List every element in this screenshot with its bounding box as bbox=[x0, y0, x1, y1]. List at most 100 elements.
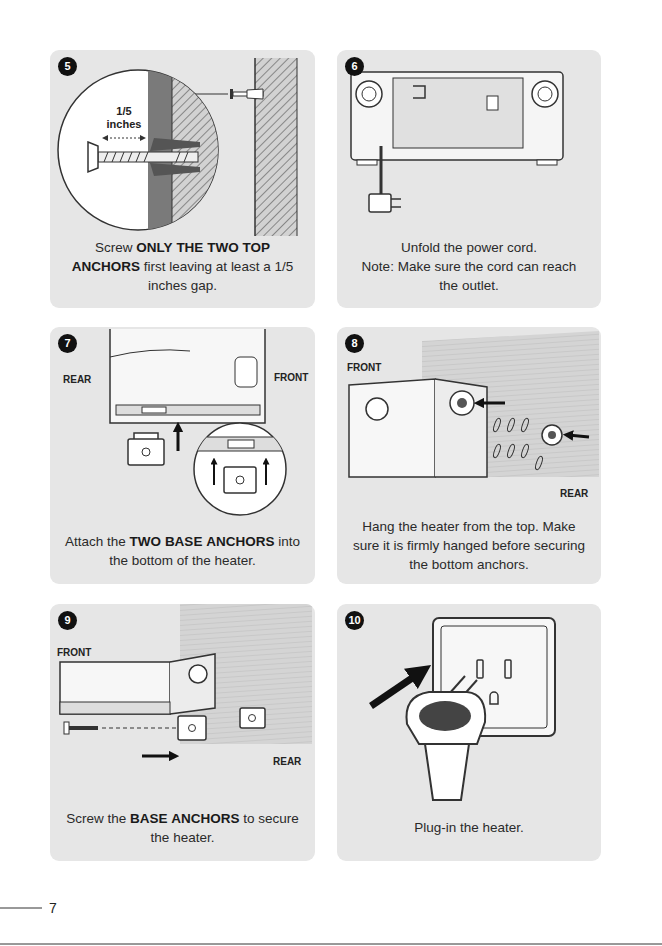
text-area: Plug-in the heater. bbox=[351, 818, 587, 837]
illustration-detail bbox=[88, 142, 98, 172]
direction-arrow bbox=[371, 672, 421, 706]
illustration-detail bbox=[351, 72, 563, 160]
wall-bolt bbox=[542, 425, 562, 445]
step-number: 6 bbox=[345, 57, 364, 76]
illustration-detail bbox=[189, 725, 196, 732]
step-number: 7 bbox=[58, 334, 77, 353]
step-panel: Screw ONLY THE TWO TOP ANCHORS first lea… bbox=[50, 50, 315, 308]
illustration-detail bbox=[142, 448, 150, 456]
illustration-detail bbox=[450, 391, 474, 415]
illustration-detail bbox=[116, 405, 260, 415]
text-area: Hang the heater from the top. Make sure … bbox=[351, 517, 587, 574]
step-number: 9 bbox=[58, 611, 77, 630]
power-cord bbox=[369, 146, 401, 212]
illustration-detail bbox=[150, 163, 200, 176]
instruction-text: Screw the BASE ANCHORS to secure the hea… bbox=[64, 809, 301, 847]
illustration-detail bbox=[534, 456, 543, 471]
illustration-detail bbox=[64, 722, 69, 734]
base-anchor bbox=[128, 433, 164, 465]
illustration-detail bbox=[265, 461, 267, 485]
side-label: FRONT bbox=[346, 362, 382, 374]
label-holder: REAR bbox=[272, 751, 302, 769]
illustration-detail bbox=[224, 467, 256, 493]
instruction-text: Screw ONLY THE TWO TOP ANCHORS first lea… bbox=[64, 238, 301, 295]
illustration-detail bbox=[435, 379, 487, 477]
heater-back bbox=[351, 72, 563, 165]
illustration-detail bbox=[537, 160, 557, 165]
text-area: Attach the TWO BASE ANCHORS into the bot… bbox=[64, 532, 301, 570]
small-anchor bbox=[230, 89, 263, 99]
illustration-detail bbox=[172, 65, 173, 235]
illustration-detail bbox=[391, 198, 401, 200]
illustration-detail bbox=[213, 461, 215, 485]
illustration-detail bbox=[0, 908, 42, 909]
label-holder: REAR bbox=[559, 483, 589, 501]
illustration-detail bbox=[235, 357, 257, 387]
instruction-text: Hang the heater from the top. Make sure … bbox=[351, 517, 587, 574]
illustration-detail bbox=[110, 350, 190, 357]
dimension-label: 1/5 inches bbox=[100, 105, 148, 131]
illustration-detail bbox=[366, 398, 388, 420]
illustration-detail bbox=[178, 716, 206, 740]
screw bbox=[64, 722, 176, 734]
side-label: REAR bbox=[272, 756, 302, 768]
side-label: REAR bbox=[559, 488, 589, 500]
illustration-detail bbox=[176, 152, 180, 162]
illustration-detail bbox=[425, 744, 469, 800]
illustration-detail bbox=[112, 152, 116, 162]
step-number-text: 9 bbox=[64, 615, 70, 626]
illustration-detail bbox=[184, 152, 188, 162]
zoom-detail bbox=[88, 65, 222, 235]
zoom-detail bbox=[190, 437, 290, 493]
illustration-detail bbox=[457, 398, 467, 408]
plug bbox=[406, 676, 485, 800]
illustration-detail bbox=[228, 440, 254, 448]
illustration-detail bbox=[102, 728, 176, 729]
step-number-text: 10 bbox=[348, 615, 360, 626]
illustration-detail bbox=[69, 726, 98, 730]
instruction-text: Plug-in the heater. bbox=[351, 818, 587, 837]
illustration-detail bbox=[391, 206, 401, 208]
step-number-text: 5 bbox=[64, 61, 70, 72]
wall bbox=[422, 331, 599, 477]
illustration-detail bbox=[413, 86, 425, 98]
illustration-detail bbox=[487, 96, 498, 110]
step-number-text: 6 bbox=[351, 61, 357, 72]
label-holder: 1/5 inches bbox=[100, 105, 148, 132]
step-number: 5 bbox=[58, 57, 77, 76]
step-panel: Screw the BASE ANCHORS to secure the hea… bbox=[50, 604, 315, 861]
illustration-detail bbox=[136, 152, 140, 162]
heater-side bbox=[349, 379, 487, 477]
illustration-detail bbox=[254, 58, 256, 236]
illustration-detail bbox=[0, 944, 662, 945]
leader-line bbox=[195, 94, 228, 95]
label-holder: FRONT bbox=[346, 357, 382, 375]
illustration-detail bbox=[189, 665, 207, 683]
illustration-detail bbox=[506, 418, 515, 433]
side-label: FRONT bbox=[273, 372, 309, 384]
step-panel: Attach the TWO BASE ANCHORS into the bot… bbox=[50, 327, 315, 584]
illustration-detail bbox=[120, 152, 124, 162]
heater-bottom bbox=[110, 329, 265, 423]
step-panel: Unfold the power cord.Note: Make sure th… bbox=[337, 50, 601, 308]
wall-slots bbox=[492, 418, 543, 471]
illustration-detail bbox=[255, 58, 297, 236]
instruction-text: Note: Make sure the cord can reach the o… bbox=[351, 257, 587, 295]
illustration-detail bbox=[102, 135, 108, 141]
instruction-text: Unfold the power cord. bbox=[351, 238, 587, 257]
illustration-detail bbox=[104, 152, 108, 162]
illustration-detail bbox=[297, 58, 298, 236]
label-holder: REAR bbox=[62, 369, 92, 387]
illustration-detail bbox=[520, 418, 529, 433]
illustration-detail bbox=[406, 692, 485, 744]
heater bbox=[60, 654, 215, 714]
illustration-detail bbox=[380, 146, 383, 196]
direction-arrow bbox=[568, 435, 589, 437]
direction-arrow bbox=[177, 427, 180, 451]
illustration-detail bbox=[505, 660, 511, 678]
illustration-detail bbox=[98, 152, 198, 162]
illustration-detail bbox=[249, 715, 256, 722]
illustration-detail bbox=[393, 78, 523, 148]
illustration-detail bbox=[106, 138, 142, 139]
illustration-detail bbox=[140, 135, 146, 141]
